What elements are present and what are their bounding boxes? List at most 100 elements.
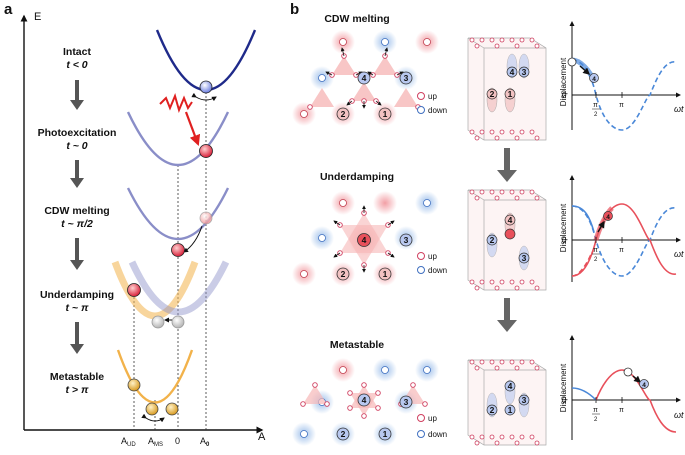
svg-text:3: 3 (404, 235, 409, 245)
stage-1-time: t ~ 0 (66, 140, 87, 152)
legend-row-metastable: up down (417, 414, 447, 439)
stage-2-name: CDW melting (44, 205, 109, 217)
ball-intact (199, 80, 213, 94)
svg-text:2: 2 (490, 89, 495, 99)
stage-arrows (70, 80, 84, 354)
ball-underdamping-ghost-1 (151, 315, 165, 329)
svg-text:0: 0 (562, 396, 567, 405)
svg-text:π: π (593, 102, 598, 109)
metastable-oscillation (141, 413, 165, 423)
potential-melting (126, 187, 230, 241)
ball-metastable-3 (165, 402, 179, 416)
ball-metastable-2 (145, 402, 159, 416)
plot-row-underdamping: 4 (569, 175, 681, 282)
plot-row-metastable: 4 (569, 335, 681, 440)
svg-text:2: 2 (594, 257, 598, 263)
oscillation-arrow (191, 92, 217, 102)
svg-text:down: down (428, 106, 447, 115)
axis-a-label: A (258, 431, 266, 443)
x-ticks: AUD AMS 0 A0 (121, 436, 210, 448)
ball-melting-ghost (199, 211, 213, 225)
stage-3-time: t ~ π (66, 302, 89, 314)
melting-arrow (183, 225, 203, 253)
svg-text:π: π (619, 247, 624, 254)
svg-text:4: 4 (510, 67, 515, 77)
svg-text:up: up (428, 252, 437, 261)
svg-text:3: 3 (404, 397, 409, 407)
laser-arrow (184, 111, 201, 147)
axis-e-label: E (34, 11, 41, 23)
svg-text:2: 2 (341, 269, 346, 279)
svg-text:ωt: ωt (674, 249, 684, 259)
svg-text:4: 4 (508, 215, 513, 225)
svg-text:4: 4 (606, 214, 610, 221)
plot-labels: Displacement Displacement Displacement ω… (559, 57, 684, 423)
panel-a-label: a (4, 1, 13, 18)
panel-b-label: b (290, 1, 299, 18)
stage-1-name: Photoexcitation (38, 127, 117, 139)
svg-text:2: 2 (490, 405, 495, 415)
ball-underdamping (127, 283, 141, 297)
svg-text:2: 2 (490, 235, 495, 245)
stage-4-time: t > π (66, 384, 89, 396)
svg-text:2: 2 (341, 109, 346, 119)
stage-3-name: Underdamping (40, 289, 114, 301)
tick-zero: 0 (175, 436, 180, 446)
svg-text:1: 1 (508, 89, 513, 99)
lattice-row-metastable: 4 3 2 1 (292, 358, 439, 446)
svg-text:2: 2 (594, 112, 598, 118)
svg-text:1: 1 (383, 269, 388, 279)
svg-text:4: 4 (592, 76, 596, 83)
svg-text:4: 4 (642, 382, 646, 389)
svg-text:4: 4 (508, 381, 513, 391)
ball-melting (171, 243, 185, 257)
potential-photoexcited (126, 111, 230, 167)
laser-pulse-icon (159, 92, 193, 114)
svg-text:4: 4 (362, 235, 367, 245)
potential-metastable (116, 349, 194, 404)
svg-text:π: π (619, 407, 624, 414)
svg-text:Displacement: Displacement (559, 57, 568, 106)
potential-underdamping-purple (128, 260, 230, 316)
stage-0-name: Intact (63, 46, 92, 58)
tick-a-ud: AUD (121, 436, 136, 448)
svg-text:2: 2 (341, 429, 346, 439)
svg-text:ωt: ωt (674, 410, 684, 420)
svg-text:4: 4 (362, 395, 367, 405)
svg-text:π: π (593, 247, 598, 254)
svg-text:4: 4 (362, 73, 367, 83)
potential-underdamping-orange (111, 260, 199, 320)
stage-labels: Intact t < 0 Photoexcitation t ~ 0 CDW m… (38, 46, 117, 396)
svg-text:0: 0 (562, 91, 567, 100)
stage-0-time: t < 0 (66, 59, 87, 71)
legend-row-cdw: up down (417, 92, 447, 115)
lattice-row-cdw: 4 3 2 1 (292, 30, 439, 126)
unit-cell-row-cdw: 4 3 2 1 (467, 37, 547, 141)
row-title-1: Underdamping (320, 171, 394, 183)
tick-a0: A0 (200, 436, 210, 448)
lattice-row-underdamping: 4 3 2 1 (292, 191, 439, 286)
svg-text:3: 3 (522, 253, 527, 263)
row-title-2: Metastable (330, 339, 384, 351)
svg-text:3: 3 (522, 395, 527, 405)
svg-text:3: 3 (404, 73, 409, 83)
row-arrows (497, 148, 517, 332)
unit-cell-row-underdamping: 4 2 3 (467, 189, 547, 291)
svg-text:ωt: ωt (674, 104, 684, 114)
svg-text:1: 1 (383, 429, 388, 439)
tick-a-ms: AMS (148, 436, 163, 448)
svg-text:up: up (428, 414, 437, 423)
ball-photoexcited (199, 144, 213, 158)
svg-text:Displacement: Displacement (559, 363, 568, 412)
plot-row-cdw: 4 (567, 21, 681, 131)
svg-text:up: up (428, 92, 437, 101)
svg-text:π: π (593, 407, 598, 414)
ball-underdamping-ghost-2 (171, 315, 185, 329)
row-title-0: CDW melting (324, 13, 389, 25)
stage-4-name: Metastable (50, 371, 104, 383)
unit-cell-row-metastable: 4 3 1 2 (467, 359, 547, 446)
svg-text:2: 2 (594, 417, 598, 423)
legend-row-underdamping: up down (417, 252, 447, 275)
svg-text:1: 1 (508, 405, 513, 415)
